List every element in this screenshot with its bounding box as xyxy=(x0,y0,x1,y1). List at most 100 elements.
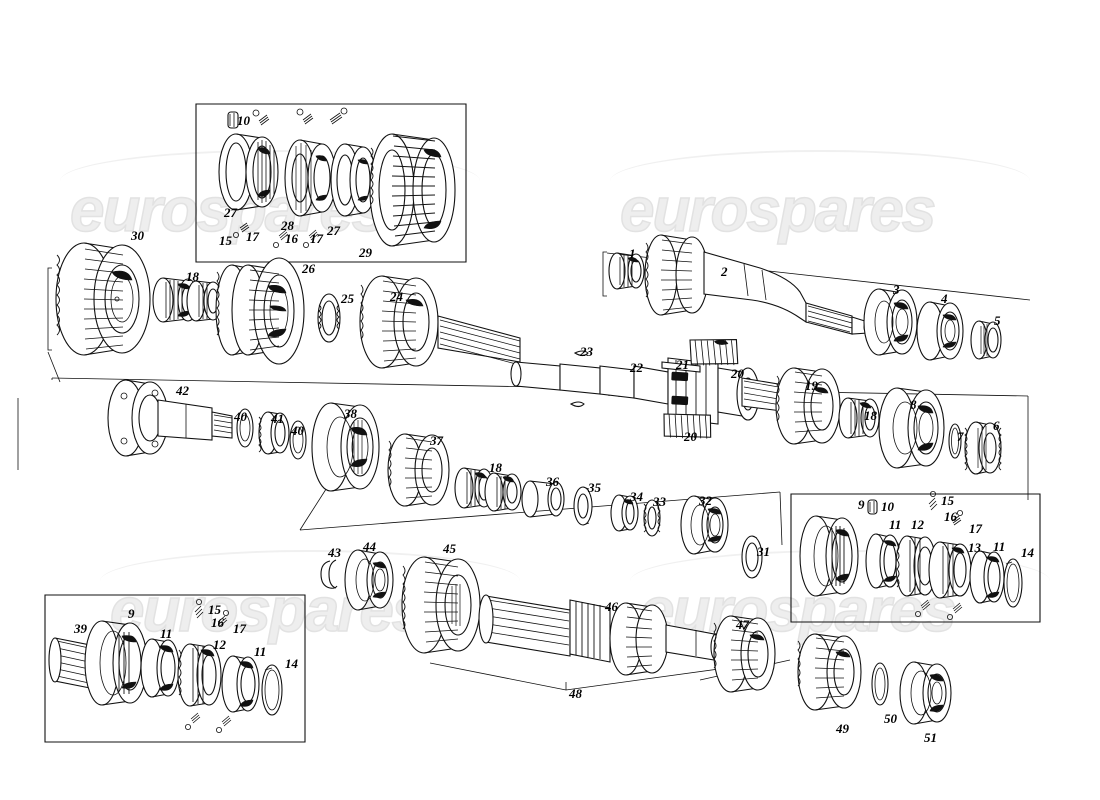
callout-number: 9 xyxy=(858,497,865,512)
part-21-shift-fork-pad xyxy=(661,361,701,373)
callout-number: 21 xyxy=(676,357,689,372)
callout-number: 2 xyxy=(721,264,728,279)
callout-number: 51 xyxy=(924,730,937,745)
part-5-ring-nut xyxy=(970,320,1002,360)
row-input-shaft xyxy=(608,234,1002,361)
callout-number: 31 xyxy=(757,544,770,559)
callout-number: 6 xyxy=(993,418,1000,433)
row-countershaft xyxy=(55,242,521,369)
callout-number: 30 xyxy=(131,228,144,243)
callout-number: 43 xyxy=(328,545,341,560)
callout-number: 28 xyxy=(281,218,294,233)
part-9-roller-bearing-bl xyxy=(84,620,148,706)
callout-number: 14 xyxy=(1021,545,1034,560)
part-40-washer-a xyxy=(236,408,254,448)
inset-box-bottom-left xyxy=(44,594,306,743)
part-44-ball-bearing xyxy=(344,549,394,611)
part-41-toothed-washer xyxy=(258,411,290,455)
inset-box-right xyxy=(790,490,1041,623)
hardware-cluster-top xyxy=(232,107,348,248)
mainshaft-body xyxy=(510,357,791,425)
part-11-ring-bl-right xyxy=(221,655,260,713)
hardware-cluster-bottom-left xyxy=(184,599,232,734)
part-49-gear xyxy=(797,633,862,711)
part-42-output-flange xyxy=(107,379,233,457)
callout-number: 22 xyxy=(630,360,643,375)
part-48-reverse-idler-shaft xyxy=(478,594,722,676)
part-14-snap-ring-bl xyxy=(261,664,283,716)
callout-number: 40 xyxy=(234,409,247,424)
part-28-synchro-hub xyxy=(284,139,337,217)
row-reverse-right xyxy=(797,633,952,725)
callout-number: 17 xyxy=(246,229,259,244)
part-11-ring-bl-left xyxy=(140,638,180,698)
callout-number: 47 xyxy=(736,617,749,632)
callout-number: 48 xyxy=(569,686,582,701)
callout-number: 10 xyxy=(237,113,250,128)
part-4-ball-bearing xyxy=(916,301,964,361)
callout-number: 42 xyxy=(176,383,189,398)
callout-number: 50 xyxy=(884,711,897,726)
row-reverse xyxy=(320,549,776,693)
callout-number: 12 xyxy=(911,517,924,532)
callout-number: 17 xyxy=(310,231,323,246)
part-14-snap-ring xyxy=(1003,558,1023,608)
part-34-lock-ring xyxy=(610,494,639,532)
callout-number: 11 xyxy=(160,626,173,641)
part-8-ball-bearing xyxy=(878,387,945,469)
row-output xyxy=(107,379,763,579)
part-30-gear xyxy=(55,242,151,356)
part-3-ball-bearing xyxy=(863,288,918,356)
callout-number: 34 xyxy=(630,489,643,504)
callout-number: 13 xyxy=(968,540,981,555)
callout-number: 39 xyxy=(74,621,87,636)
part-47-gear xyxy=(713,615,776,693)
callout-number: 12 xyxy=(213,637,226,652)
callout-number: 14 xyxy=(285,656,298,671)
part-19-gear xyxy=(775,367,841,445)
part-1-needle-bearing xyxy=(608,252,645,290)
part-26-gear-assembly xyxy=(215,257,305,365)
callout-number: 29 xyxy=(359,245,372,260)
callout-number: 35 xyxy=(588,480,601,495)
callout-number: 11 xyxy=(889,517,902,532)
callout-number: 44 xyxy=(363,539,376,554)
callout-number: 16 xyxy=(211,615,224,630)
callout-number: 45 xyxy=(443,541,456,556)
part-33-tab-washer xyxy=(643,499,661,537)
part-7-snap-ring xyxy=(948,423,962,459)
hardware-cluster-right xyxy=(915,490,964,621)
part-38-hub xyxy=(311,402,380,492)
part-2-input-shaft xyxy=(644,234,873,335)
part-51-ball-bearing xyxy=(899,661,952,725)
callout-number: 27 xyxy=(327,223,340,238)
part-37-gear xyxy=(387,433,450,507)
part-50-snap-ring xyxy=(871,662,889,706)
callout-number: 20 xyxy=(731,366,744,381)
callout-number: 23 xyxy=(580,344,593,359)
callout-number: 17 xyxy=(969,521,982,536)
callout-number: 8 xyxy=(910,397,917,412)
part-35-washer xyxy=(573,486,593,526)
part-27-tooth-band xyxy=(257,140,275,203)
callout-number: 38 xyxy=(344,406,357,421)
callout-number: 41 xyxy=(271,411,284,426)
callout-number: 16 xyxy=(944,509,957,524)
callout-number: 49 xyxy=(836,721,849,736)
callout-number: 15 xyxy=(941,493,954,508)
part-18-needle-bearing-output xyxy=(454,467,522,512)
part-18-needle-bearing-pair xyxy=(152,277,223,323)
part-31-washer xyxy=(741,535,763,579)
part-27-synchro-ring-right xyxy=(330,143,377,217)
callout-number: 36 xyxy=(546,474,559,489)
part-45-gear xyxy=(401,556,481,654)
part-6-lock-ring xyxy=(964,421,1002,475)
inset-box-top xyxy=(195,103,467,263)
callout-number: 46 xyxy=(605,599,618,614)
callout-number: 17 xyxy=(233,621,246,636)
callout-number: 1 xyxy=(629,246,636,261)
callout-number: 4 xyxy=(941,291,948,306)
part-29-ring-gear xyxy=(369,133,456,247)
row-mainshaft xyxy=(510,338,1002,475)
part-10-pin xyxy=(227,111,239,129)
